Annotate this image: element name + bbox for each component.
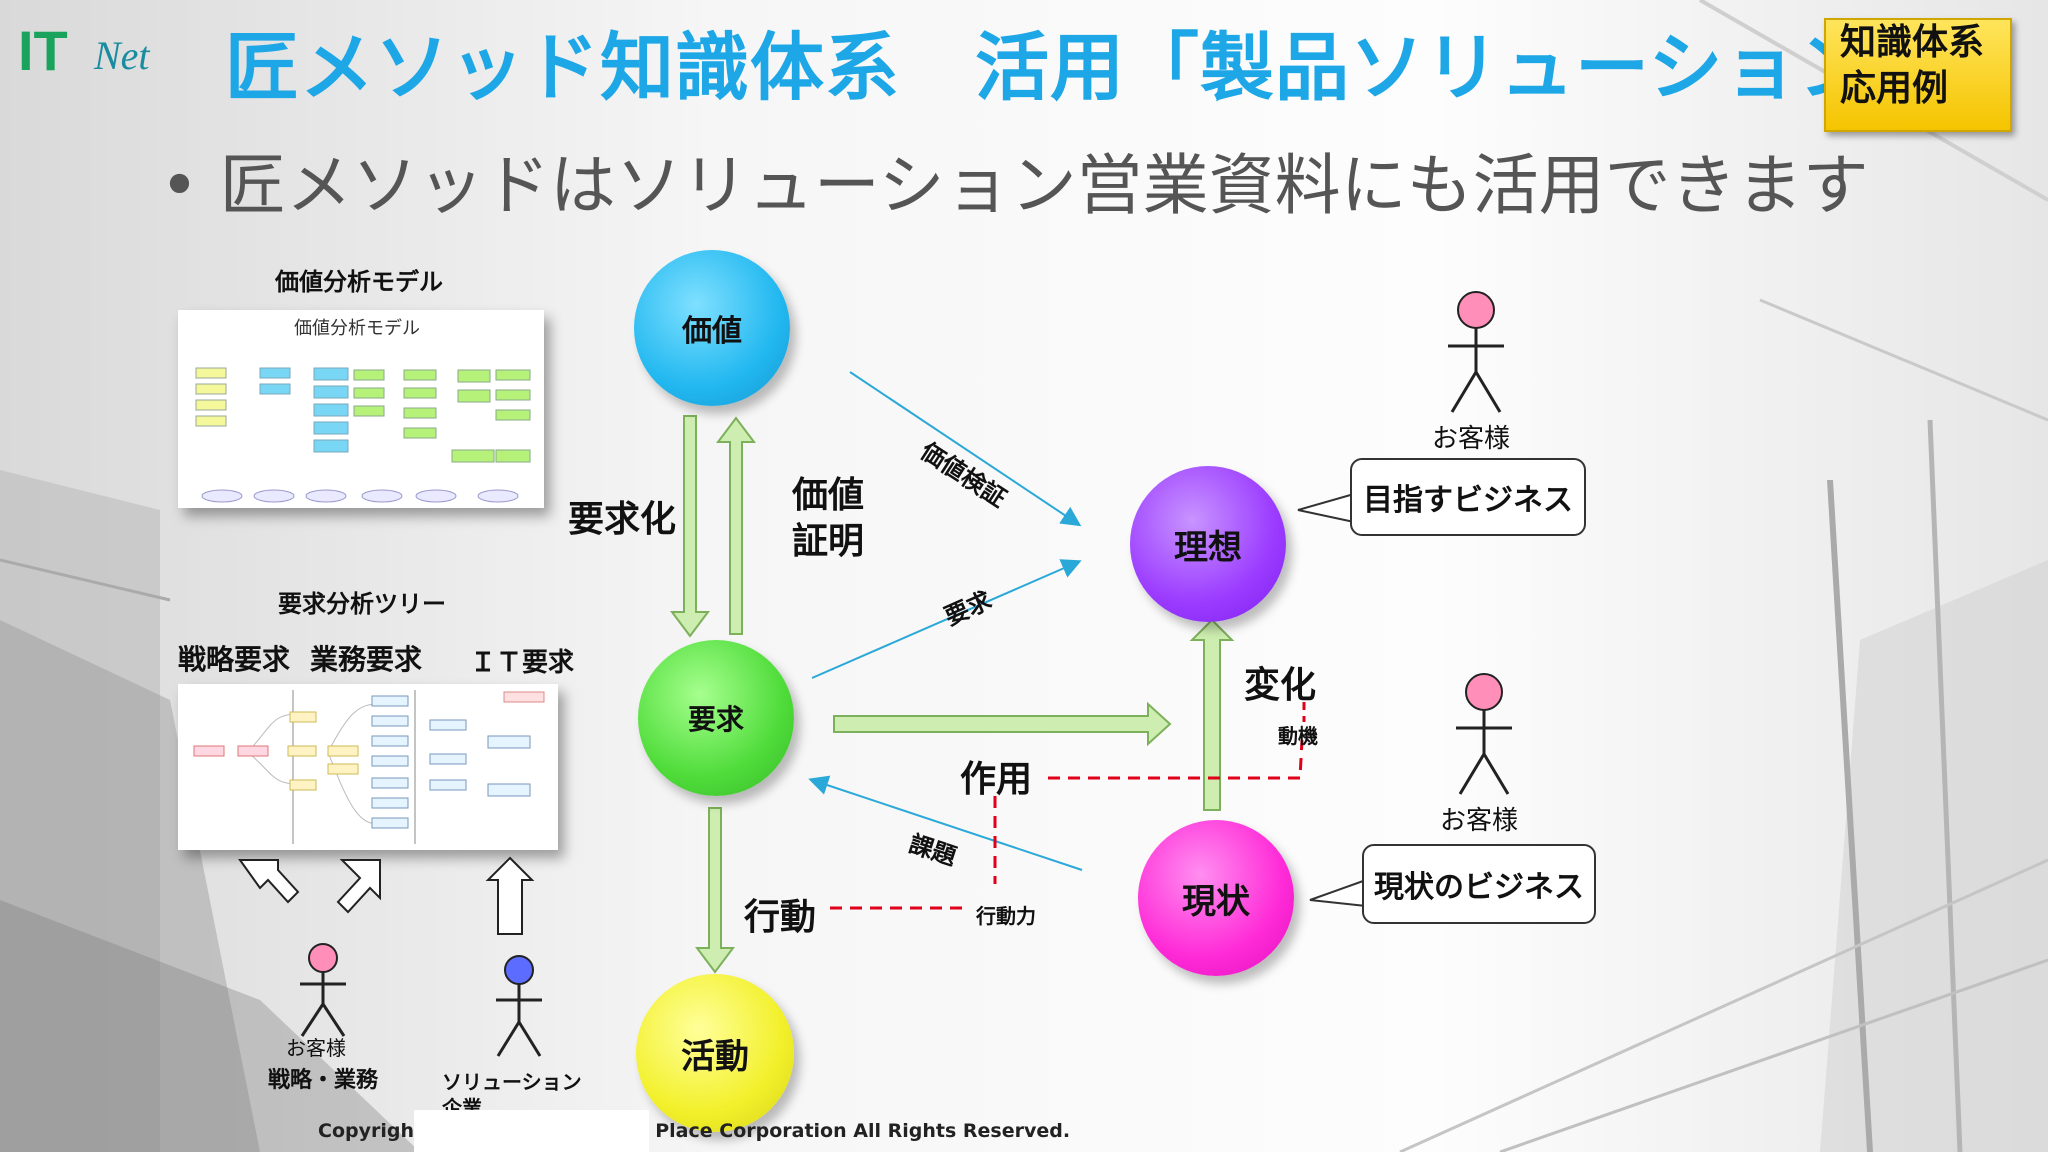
arrow-req-to-act [695,807,735,974]
label-henka: 変化 [1244,665,1317,706]
hollow-arrows [238,856,535,935]
arrow-value-verify [849,371,1082,527]
req-col-strategy: 戦略要求 [178,643,291,676]
label-kachi-1: 価値 [792,475,865,516]
actor-customer-top [1448,291,1504,413]
label-youkyuka: 要求化 [568,499,677,540]
node-value: 価値 [634,250,790,406]
tag-line1: 知識体系 [1840,22,1985,63]
dashed-sayou [1048,739,1304,780]
arrow-req-to-right [833,701,1172,747]
req-col-it: ＩＴ要求 [470,648,575,678]
value-model-thumb-title: 価値分析モデル [294,318,420,339]
label-sayou: 作用 [960,759,1033,800]
logo-it-text: IT [18,19,68,82]
arrow-current-to-req [808,775,1083,871]
hollow-arrow-2 [336,859,381,914]
actor-customer-left [300,943,346,1037]
req-tree-thumbnail [178,684,558,850]
req-tree-label: 要求分析ツリー [278,590,446,618]
hollow-arrow-1 [238,859,300,904]
label-douki: 動機 [1278,724,1318,748]
label-koudouryoku: 行動力 [976,904,1036,928]
callout-pointer-ideal [1297,492,1355,524]
actor1-label: お客様 [286,1036,346,1060]
req-tree-diagram [193,690,545,844]
tag-line2: 応用例 [1840,68,1949,109]
value-model-thumbnail: 価値分析モデル [178,310,544,508]
arrow-req-to-ideal [811,559,1082,679]
node-ideal: 理想 [1130,466,1286,622]
callout-pointer-current [1309,878,1367,908]
actor-customer-bottom [1456,673,1512,795]
actor1-sub: 戦略・業務 [268,1068,379,1093]
req-col-business: 業務要求 [310,643,423,676]
itnet-logo: IT Net [18,18,178,90]
arrow-value-to-req [670,415,710,638]
logo-net-text: Net [94,33,150,78]
actor2-label: ソリューション [442,1070,582,1094]
value-model-label: 価値分析モデル [275,268,443,296]
bullet-text: • 匠メソッドはソリューション営業資料にも活用できます [160,147,1869,224]
arrow-current-to-ideal [1189,618,1235,811]
footer-occlusion [414,1110,649,1152]
actor-solution-company [496,955,542,1057]
value-model-diagram [195,367,531,503]
slide-title: 匠メソッド知識体系 活用「製品ソリューション」 [225,25,1949,111]
label-koudou: 行動 [744,897,817,938]
label-kachi-2: 証明 [792,521,865,562]
customer-top-label: お客様 [1432,424,1511,454]
node-current: 現状 [1138,820,1294,976]
node-requirement: 要求 [638,640,794,796]
knowledge-tag-badge: 知識体系 応用例 [1824,18,2012,132]
callout-current-business: 現状のビジネス [1362,844,1596,924]
hollow-arrow-3 [485,856,535,935]
callout-ideal-business: 目指すビジネス [1350,458,1586,536]
customer-bottom-label: お客様 [1440,806,1519,836]
node-activity: 活動 [636,974,794,1132]
arrow-req-to-value [716,416,756,635]
